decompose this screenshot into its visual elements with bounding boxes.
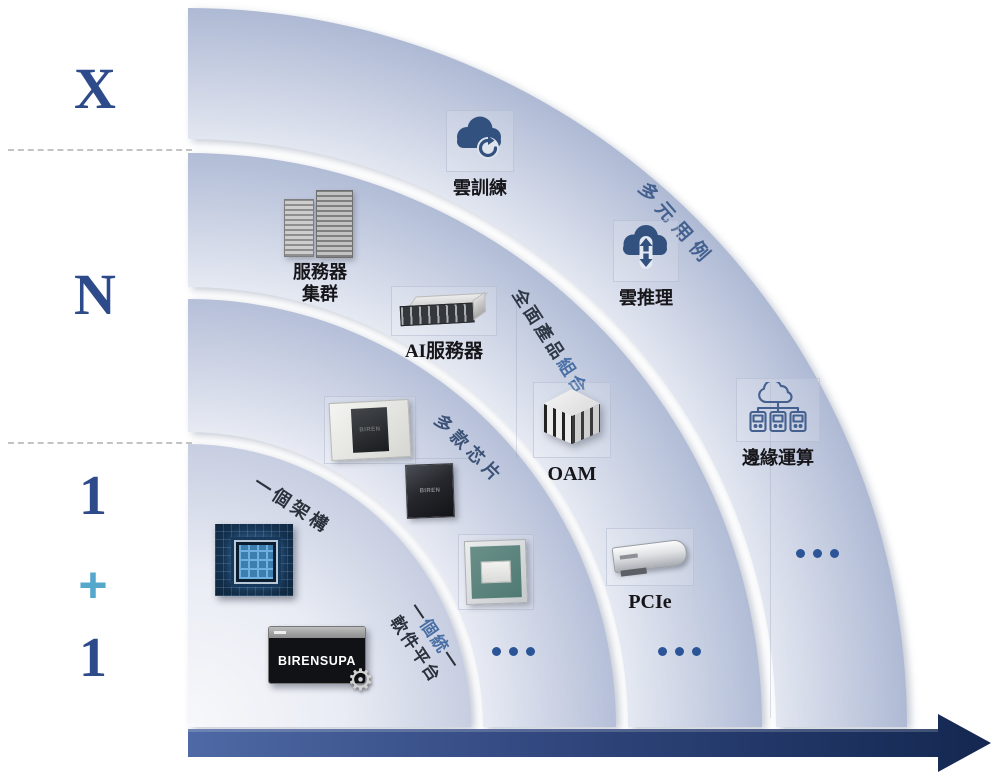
item-ai-server: AI服務器 bbox=[390, 286, 498, 363]
item-edge-computing: 邊緣運算 bbox=[732, 378, 824, 469]
item-birensupa: BIRENSUPA ⚙ bbox=[266, 624, 374, 696]
item-cloud-inference: 雲推理 bbox=[604, 220, 688, 309]
item-chip-dark: BIREN bbox=[402, 463, 458, 519]
band-chips bbox=[188, 299, 616, 727]
pcie-label: PCIe bbox=[628, 591, 672, 613]
dashed-divider-top bbox=[8, 149, 192, 151]
birensupa-titlebar bbox=[269, 627, 365, 638]
cloud-training-label: 雲訓練 bbox=[453, 178, 507, 198]
server-cluster-label: 服務器 集群 bbox=[293, 262, 347, 304]
item-cloud-training: 雲訓練 bbox=[440, 110, 520, 199]
rail-label-one-top: 1 bbox=[79, 465, 107, 527]
item-chip-package: BIREN bbox=[324, 396, 416, 464]
item-architecture-chip bbox=[212, 524, 296, 596]
ai-server-label: AI服務器 bbox=[404, 341, 484, 362]
item-chip-substrate bbox=[458, 534, 534, 610]
edge-computing-label: 邊緣運算 bbox=[742, 448, 814, 468]
bottom-arrow bbox=[188, 714, 991, 772]
ellipsis-icon-portfolio-band bbox=[658, 647, 701, 656]
ellipsis-icon-chips-band bbox=[492, 647, 535, 656]
band-product-portfolio bbox=[188, 153, 762, 727]
chip-substrate-image bbox=[458, 534, 534, 610]
band-outer-use-cases bbox=[188, 8, 907, 727]
rail-label-one-bottom: 1 bbox=[79, 627, 107, 689]
server-cluster-image bbox=[284, 190, 356, 258]
ai-server-image bbox=[391, 286, 497, 336]
rail-label-x: X bbox=[74, 56, 116, 121]
edge-computing-icon bbox=[736, 378, 820, 442]
ellipsis-icon-use-cases-band bbox=[796, 549, 839, 558]
birensupa-window-image: BIRENSUPA ⚙ bbox=[268, 624, 374, 696]
gear-icon: ⚙ bbox=[347, 663, 374, 698]
item-pcie: PCIe bbox=[606, 528, 694, 613]
chip-dark-image: BIREN bbox=[405, 463, 455, 519]
rail-label-plus: + bbox=[78, 557, 108, 613]
disc-one-plus-one bbox=[188, 444, 471, 727]
oam-module-image bbox=[533, 382, 611, 458]
cloud-inference-label: 雲推理 bbox=[619, 288, 673, 308]
oam-label: OAM bbox=[547, 463, 597, 485]
item-server-cluster: 服務器 集群 bbox=[278, 190, 362, 305]
chip-package-image: BIREN bbox=[324, 396, 416, 464]
dashed-divider-bottom bbox=[8, 442, 192, 444]
item-oam: OAM bbox=[530, 382, 614, 485]
birensupa-label: BIRENSUPA bbox=[277, 653, 357, 668]
pcie-card-image bbox=[606, 528, 694, 586]
cloud-inference-icon bbox=[613, 220, 679, 282]
cloud-training-icon bbox=[446, 110, 514, 172]
architecture-chip-image bbox=[215, 524, 293, 596]
rail-label-n: N bbox=[74, 262, 116, 327]
